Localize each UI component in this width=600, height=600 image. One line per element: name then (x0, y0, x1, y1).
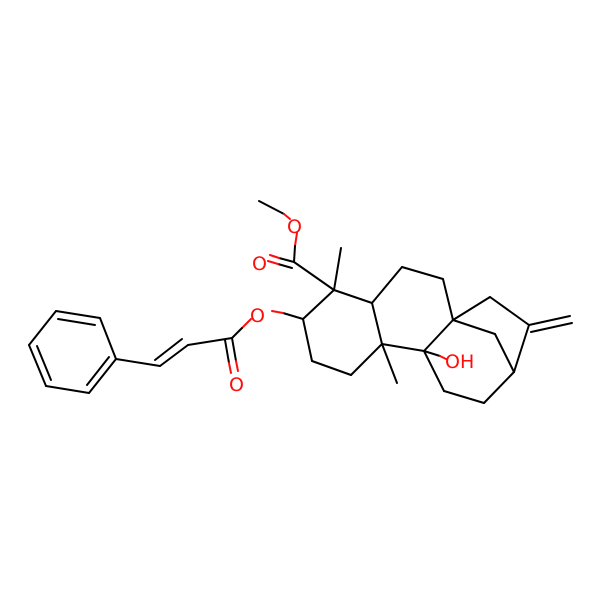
bond-c4-c5 (333, 289, 373, 304)
bond-c9-oh (423, 350, 441, 357)
bond-c4-c3 (302, 289, 335, 320)
bond-ester-carbon (293, 245, 296, 263)
bond-ester-c-double-b (277, 263, 293, 269)
bond-c11-c9 (423, 350, 445, 392)
bond-c10-methyl (381, 343, 398, 384)
bond-c5-c6 (371, 266, 403, 304)
atom-ester-ether-o: O (287, 216, 302, 238)
bond-c3-o-red (271, 310, 284, 314)
atom-ester-carbonyl-o: O (252, 253, 267, 275)
atom-hydroxyl: OH (445, 351, 474, 373)
bond-ph-1 (99, 317, 117, 360)
bond-ph-6 (88, 358, 117, 394)
bond-alkene-phenyl (115, 358, 161, 367)
bond-c13-c12 (483, 371, 515, 404)
bond-c6-c7 (401, 266, 444, 280)
bond-c8-c15 (452, 296, 491, 321)
bond-o-acyl (231, 327, 243, 339)
bond-c16-methylene-b (530, 322, 573, 333)
bond-c14-c13 (494, 333, 515, 373)
bond-c12-c11 (443, 390, 485, 404)
bond-c16-methylene-a (528, 315, 571, 326)
bond-ester-c-double-a-o (269, 254, 280, 259)
bond-c2-c1 (311, 360, 352, 376)
bond-ester-to-c4 (293, 261, 335, 291)
bond-ph-inner-a (57, 318, 96, 326)
bond-ph-2 (55, 310, 101, 319)
bond-ph-3 (28, 310, 57, 346)
atom-acyl-ether-o: O (250, 305, 265, 327)
bond-acyl-double-b-o (228, 362, 232, 374)
bond-c9-oh-o (439, 355, 447, 360)
bond-ester-o-carbonyl (294, 232, 298, 247)
bond-c3-o (282, 312, 304, 320)
bond-methoxy-o (283, 213, 291, 220)
bond-c16-c13 (513, 324, 530, 373)
bond-methoxy-methyl (258, 200, 285, 215)
bond-c10-c5 (371, 302, 383, 345)
bond-acyl-double-a-o (235, 360, 239, 372)
bond-acyl-double-b (224, 339, 230, 364)
bond-c9-c10 (381, 343, 425, 352)
bond-c15-c16 (489, 296, 530, 326)
bond-ph-4 (28, 344, 47, 387)
bond-ph-5 (45, 385, 90, 394)
bond-acyl-double-a (231, 337, 237, 362)
bond-ph-inner-c (86, 356, 110, 386)
atom-acyl-carbonyl-o: O (229, 374, 244, 396)
bond-acyl-alkene (187, 337, 233, 346)
bond-c1-c10 (350, 343, 383, 376)
bond-ester-c-double-a (278, 257, 295, 263)
bond-c4-methyl (333, 247, 342, 291)
bond-alkene-b (154, 338, 183, 361)
bond-ph-inner-b (36, 345, 52, 381)
bond-c8-c14 (452, 319, 496, 335)
bond-alkene-a (159, 344, 189, 367)
bond-c8-c9 (423, 319, 454, 352)
bond-c7-c8 (442, 278, 454, 321)
bond-o-acyl-red (241, 318, 252, 329)
bond-c3-c2 (302, 318, 313, 362)
bond-ester-c-double-b-o (267, 260, 279, 265)
